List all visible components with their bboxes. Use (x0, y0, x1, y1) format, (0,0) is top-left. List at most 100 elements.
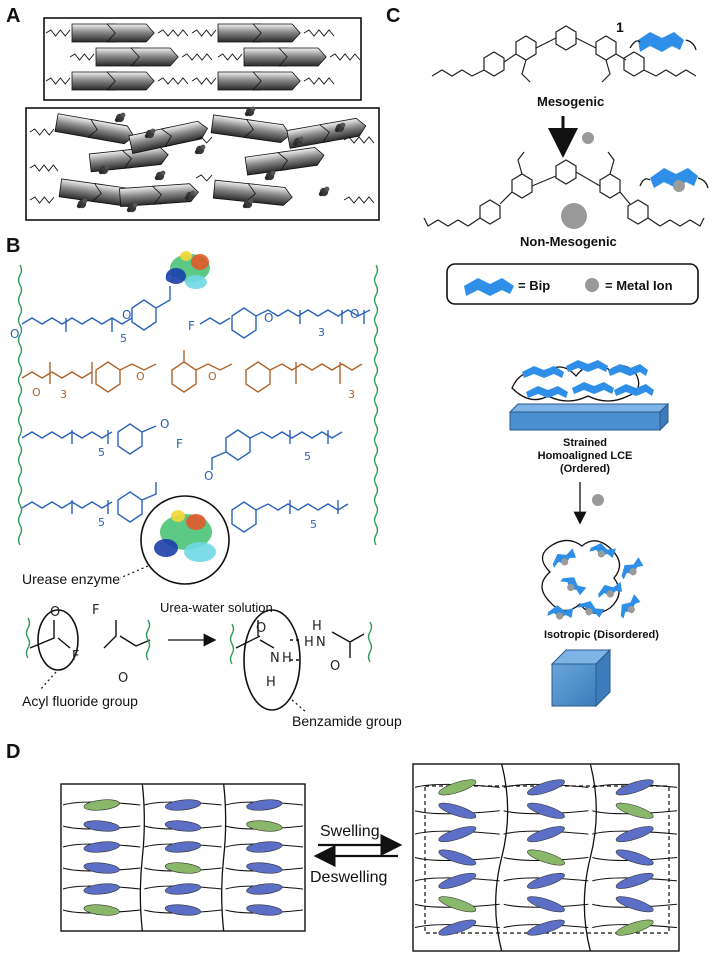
spacer-chain (157, 77, 189, 85)
blue-mesogen-row-3 (21, 482, 349, 533)
benzamide-pointer (291, 699, 307, 713)
mesogen-green (527, 849, 565, 866)
mesogen-cylinder (217, 71, 301, 91)
crosslink-strand (139, 783, 145, 932)
bip-tails (629, 39, 697, 51)
panel-label-c: C (386, 5, 400, 27)
product-wall-left (229, 623, 235, 665)
urease-enzyme-label: Urease enzyme (22, 571, 120, 587)
reactant-wall-right (145, 619, 151, 661)
mesogen-blue (83, 841, 120, 853)
atom-o: O (122, 308, 131, 322)
network-chain (592, 903, 678, 908)
lce-label-line-1: Strained (563, 437, 607, 449)
acyl-pointer (39, 671, 57, 691)
network-chain (592, 830, 678, 835)
bip-icon (638, 32, 684, 52)
mesogen-cylinder (95, 47, 179, 67)
reaction-condition: Urea-water solution (160, 600, 273, 615)
guest-particle (144, 128, 156, 139)
benzamide-structure (235, 620, 365, 661)
acyl-fluoride-label: Acyl fluoride group (22, 693, 138, 709)
blue-mesogen-row-1 (21, 286, 371, 339)
mesogen-green (164, 862, 202, 874)
urease-enzyme-zoom (154, 510, 216, 562)
spacer-chain (29, 164, 59, 172)
mesogen-blue (527, 779, 565, 796)
subscript-3: 3 (60, 388, 67, 401)
network-chain (414, 783, 500, 788)
orange-mesogen-row (21, 350, 363, 393)
mesogen-green (438, 779, 477, 796)
panel-label-a: A (6, 5, 20, 27)
network-chain (503, 856, 589, 862)
atom-h: H (312, 619, 322, 634)
network-chain (592, 877, 678, 882)
mesogen-blue (164, 799, 202, 811)
guest-particle (318, 186, 330, 197)
mesogen-green (615, 919, 654, 936)
atom-n: N (316, 635, 326, 650)
bip-metal-unit (620, 594, 641, 619)
benzamide-label-text: Benzamide group (292, 713, 402, 729)
mesogen-blue (527, 919, 565, 936)
swollen-network (414, 763, 678, 952)
swelling-label: Swelling (320, 823, 380, 840)
mesogen-cylinder (212, 179, 293, 206)
blue-mesogen-row-2 (21, 423, 343, 470)
panel-label-b: B (6, 235, 20, 257)
network-chain (592, 856, 678, 862)
mesogen-green (615, 802, 654, 819)
subscript-3: 3 (348, 388, 355, 401)
panel-b: B O 5 O O F O 3 O (6, 235, 402, 729)
mesogen-blue (527, 826, 565, 843)
bip-metal-dot (673, 180, 685, 192)
spacer-chain (303, 77, 335, 85)
bip-metal-unit (621, 557, 644, 580)
panel-c: C 1 Mesogenic (386, 5, 709, 708)
deswelling-label: Deswelling (310, 869, 387, 886)
atom-h: H (266, 675, 276, 690)
mesogen-blue (438, 919, 477, 936)
mesogen-blue (527, 802, 565, 819)
mesogen-green (246, 820, 283, 832)
bip-metal-unit (577, 601, 605, 618)
ordered-mesogens (45, 23, 361, 91)
guest-particle (264, 170, 276, 181)
atom-o: O (10, 327, 19, 341)
disordered-lc-frame (25, 107, 380, 221)
atom-f: F (176, 437, 183, 451)
spacer-chain (303, 29, 335, 37)
mesogen-blue (164, 841, 202, 853)
benzamide-label: Benzamide group (292, 713, 402, 729)
network-chain (503, 830, 589, 835)
atom-f: F (72, 649, 79, 664)
guest-particle (126, 202, 138, 213)
subscript-5: 5 (310, 518, 317, 531)
spacer-chain (217, 53, 243, 61)
spacer-chain (191, 29, 217, 37)
mesogen-blue (164, 883, 202, 895)
mesogen-cylinder (210, 114, 291, 143)
mesogen-green (83, 799, 120, 811)
bip-metal-unit (560, 577, 587, 596)
mesogen-cylinder (243, 47, 327, 67)
legend-box (446, 263, 699, 305)
network-chain (503, 783, 589, 788)
network-chain (414, 924, 500, 929)
atom-h: H (304, 635, 314, 650)
compound-number: 1 (616, 19, 624, 35)
atom-o: O (330, 659, 340, 674)
mesogen-blue (246, 862, 283, 874)
subscript-5: 3 (318, 326, 325, 339)
bip-metal-unit (598, 582, 623, 599)
non-mesogenic-label: Non-Mesogenic (520, 234, 617, 249)
lce-label-line-2: Homoaligned LCE (538, 450, 633, 462)
spacer-chain (45, 77, 71, 85)
subscript-5: 5 (304, 450, 311, 463)
guest-particle (292, 136, 304, 147)
product-wall-right (367, 621, 373, 663)
network-chain (503, 810, 589, 815)
metal-ion-dot (582, 132, 594, 144)
